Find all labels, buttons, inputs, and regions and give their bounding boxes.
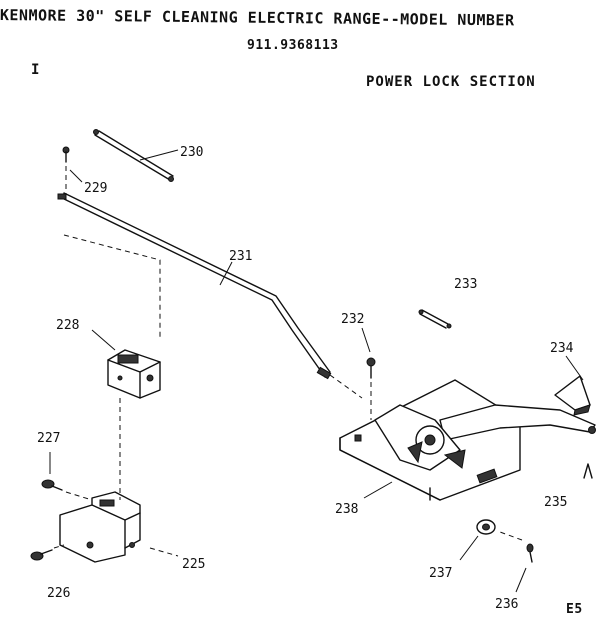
lock-rod-icon	[57, 192, 332, 380]
section-title: POWER LOCK SECTION	[366, 74, 536, 90]
part-label-235: 235	[544, 495, 567, 510]
screw-icon	[41, 479, 63, 491]
part-label-234: 234	[550, 341, 574, 356]
part-label-229: 229	[84, 181, 107, 196]
knob-icon	[554, 375, 591, 416]
part-label-227: 227	[37, 431, 60, 446]
screw-icon	[30, 549, 53, 561]
model-number: 911.9368113	[247, 38, 339, 53]
lock-assembly-icon	[339, 379, 596, 501]
part-label-236: 236	[495, 597, 518, 612]
clip-icon	[583, 463, 593, 479]
part-label-233: 233	[454, 277, 477, 292]
spring-icon	[418, 309, 452, 329]
part-label-230: 230	[180, 145, 203, 160]
page-code: E5	[566, 602, 583, 617]
part-label-237: 237	[429, 566, 452, 581]
part-label-232: 232	[341, 312, 364, 327]
part-label-225: 225	[182, 557, 205, 572]
rod-spring-icon	[93, 129, 174, 182]
solenoid-icon	[107, 349, 161, 399]
part-label-226: 226	[47, 586, 70, 601]
screw-icon	[526, 543, 534, 563]
part-label-231: 231	[229, 249, 252, 264]
part-label-228: 228	[56, 318, 79, 333]
page-mark: I	[31, 62, 40, 78]
screw-icon	[366, 357, 376, 379]
screw-icon	[62, 146, 70, 163]
part-label-238: 238	[335, 502, 358, 517]
washer-icon	[476, 519, 496, 535]
bracket-icon	[59, 491, 141, 563]
